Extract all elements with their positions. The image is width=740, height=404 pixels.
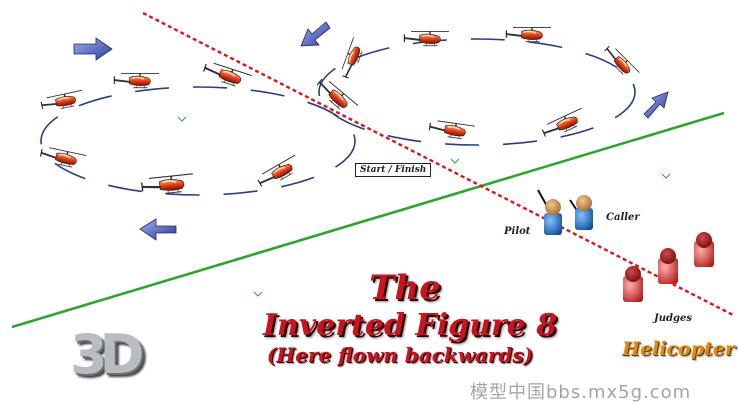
caller-figure-icon — [575, 208, 593, 230]
center-line — [142, 11, 736, 318]
helicopter-icon — [255, 154, 303, 191]
ground-markers — [177, 116, 671, 297]
judge-figure-icon — [658, 258, 678, 284]
judge-figure-icon — [694, 241, 714, 267]
arrow-right-icon — [73, 37, 113, 61]
pilot-label: Pilot — [504, 226, 531, 237]
helicopter-icon — [505, 26, 552, 43]
logo-3d: 3D — [70, 323, 144, 386]
arrow-left-icon — [139, 218, 177, 241]
pilot-caller-figures — [537, 189, 593, 235]
title-line-2: Inverted Figure 8 — [262, 308, 558, 343]
helicopter-icon — [339, 36, 367, 80]
judges-figures — [623, 232, 714, 302]
left-loop-path — [40, 86, 356, 196]
helicopter-icon — [140, 173, 196, 197]
helicopter-icon — [428, 119, 476, 141]
helicopter-logo: Helicopter — [622, 338, 735, 360]
watermark: 模型中国bbs.mx5g.com — [470, 382, 692, 403]
judges-label: Judges — [654, 313, 692, 324]
judge-figure-icon — [623, 276, 643, 302]
helicopter-icon — [314, 76, 359, 118]
direction-arrows — [73, 21, 669, 241]
start-finish-label: Start / Finish — [355, 163, 432, 177]
helicopter-icon — [113, 72, 160, 89]
title-line-1: The — [369, 268, 441, 308]
helicopter-icon — [39, 89, 86, 113]
arrow-left-up-icon — [300, 21, 331, 47]
helicopter-icon — [403, 30, 450, 47]
right-loop-path — [318, 38, 636, 146]
pilot-figure-icon — [544, 213, 562, 235]
helicopter-icon — [39, 145, 88, 171]
helicopters — [39, 26, 641, 197]
helicopter-icon — [540, 107, 589, 141]
flight-line — [11, 111, 725, 329]
caller-label: Caller — [606, 212, 640, 223]
arrow-right-up-icon — [643, 91, 669, 119]
title-line-3: (Here flown backwards) — [266, 343, 534, 367]
